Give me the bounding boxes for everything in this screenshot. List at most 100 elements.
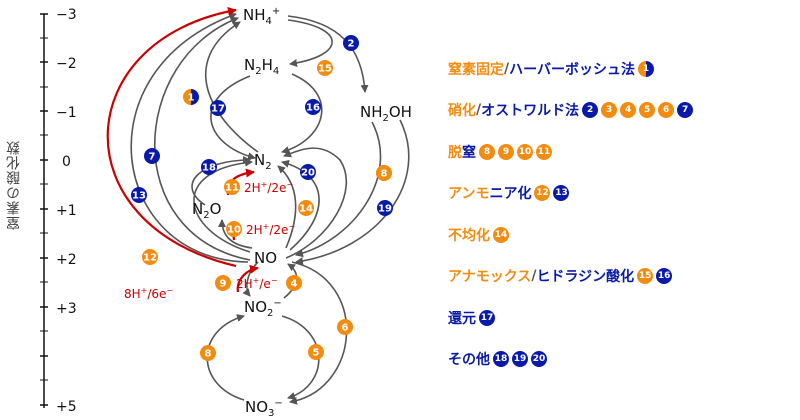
reaction-badge: 10	[226, 221, 242, 237]
legend-label: オストワルド法	[481, 103, 580, 120]
legend-label: 窒	[462, 144, 476, 161]
legend-label: /	[504, 60, 510, 77]
reaction-arrows	[130, 12, 410, 405]
legend-label: アナモックス	[448, 269, 532, 286]
reaction-badge-number: 10	[227, 225, 241, 236]
legend-label: その他	[448, 352, 490, 369]
species-labels: NH4+ N2H4 NH2OH N2 N2O NO NO2− NO3−	[192, 6, 412, 419]
legend-badge: 5	[639, 102, 656, 119]
legend-label: ニア化	[489, 186, 532, 203]
reaction-badge-number: 12	[143, 253, 157, 264]
reaction-badges: 12345678891011121314151617181920	[131, 35, 393, 361]
legend-badge: 8	[479, 143, 495, 160]
legend-badge: 1	[638, 60, 654, 77]
reaction-badge: 14	[298, 200, 314, 216]
legend-label: 硝化	[448, 103, 476, 120]
legend-badge: 6	[658, 102, 675, 119]
reaction-badge-number: 7	[149, 152, 156, 163]
legend-badge: 19	[512, 351, 528, 368]
species-no2: NO2−	[244, 298, 282, 319]
reaction-badge: 20	[300, 164, 316, 180]
reaction-badge-number: 8	[205, 349, 212, 360]
tick-label: +5	[56, 399, 77, 415]
reaction-badge-number: 8	[381, 169, 388, 180]
reaction-badge-number: 6	[342, 323, 349, 334]
reaction-badge: 5	[308, 344, 324, 360]
annotation-8h-6e: 8H+/6e−	[124, 286, 173, 301]
legend-badge: 7	[677, 102, 694, 119]
reaction-badge: 11	[224, 179, 240, 195]
species-no: NO	[254, 249, 277, 267]
legend-badge: 10	[517, 143, 533, 160]
legend-label: /	[531, 268, 537, 285]
reaction-badge-number: 18	[202, 163, 216, 174]
legend-badge: 9	[498, 143, 514, 160]
reaction-badge-number: 15	[318, 64, 332, 75]
reaction-badge-number: 9	[220, 279, 227, 290]
reaction-badge: 2	[343, 35, 359, 51]
legend-badge: 11	[536, 143, 552, 160]
reaction-badge-number: 14	[299, 204, 313, 215]
legend-badge: 12	[534, 185, 551, 202]
reaction-badge: 7	[144, 148, 160, 164]
species-n2o: N2O	[192, 200, 221, 221]
reaction-badge: 8	[376, 165, 392, 181]
legend-badge: 14	[493, 226, 509, 243]
reaction-badge: 1	[183, 89, 199, 105]
species-nh4: NH4+	[243, 6, 280, 27]
reaction-badge: 12	[142, 249, 158, 265]
annotations: 2H+/2e− 2H+/2e− 2H+/e− 8H+/6e−	[124, 180, 295, 301]
legend-badge: 2	[582, 102, 599, 119]
legend-badge: 4	[620, 102, 637, 119]
tick-label: 0	[62, 154, 71, 170]
legend-label: 窒素固定	[448, 61, 504, 78]
reaction-badge-number: 4	[291, 279, 298, 290]
reaction-badge: 4	[286, 275, 302, 291]
legend-badge: 13	[553, 185, 570, 202]
reaction-badge: 13	[131, 187, 147, 203]
legend-label: ハーバーボッシュ法	[509, 61, 635, 78]
species-nh2oh: NH2OH	[360, 103, 412, 124]
species-no3: NO3−	[245, 398, 283, 419]
tick-label: +1	[56, 203, 77, 219]
annotation-2h-2e-mid: 2H+/2e−	[246, 222, 295, 237]
reaction-badge-number: 5	[313, 348, 320, 359]
reaction-badge-number: 11	[225, 183, 239, 194]
legend-label: 不均化	[448, 227, 490, 244]
reaction-badge: 16	[305, 99, 321, 115]
reaction-badge-number: 19	[378, 204, 392, 215]
tick-label: −3	[56, 7, 77, 23]
reaction-badge: 8	[200, 345, 216, 361]
reaction-badge: 17	[210, 100, 226, 116]
tick-label: −1	[56, 105, 77, 121]
legend-badge: 16	[656, 268, 673, 285]
species-n2: N2	[254, 151, 272, 172]
legend-label: 脱	[448, 144, 462, 161]
tick-label: +3	[56, 301, 77, 317]
legend-label: /	[476, 102, 482, 119]
reaction-badge: 18	[201, 159, 217, 175]
reaction-badge: 15	[317, 60, 333, 76]
legend-badge: 15	[637, 268, 654, 285]
reaction-badge-number: 13	[132, 191, 146, 202]
legend-badge: 20	[531, 351, 547, 368]
annotation-2h-e: 2H+/e−	[236, 276, 278, 291]
reaction-badge: 6	[337, 319, 353, 335]
reaction-badge-number: 16	[306, 103, 320, 114]
reaction-badge: 9	[215, 275, 231, 291]
reaction-badge: 19	[377, 200, 393, 216]
annotation-2h-2e-top: 2H+/2e−	[244, 180, 293, 195]
reaction-badge-number: 1	[188, 93, 195, 104]
reaction-badge-number: 2	[348, 39, 355, 50]
oxidation-axis: −3 −2 −1 0 +1 +2 +3 +5	[40, 7, 77, 415]
legend-badge: 17	[479, 309, 495, 326]
reaction-badge-number: 20	[301, 168, 315, 179]
